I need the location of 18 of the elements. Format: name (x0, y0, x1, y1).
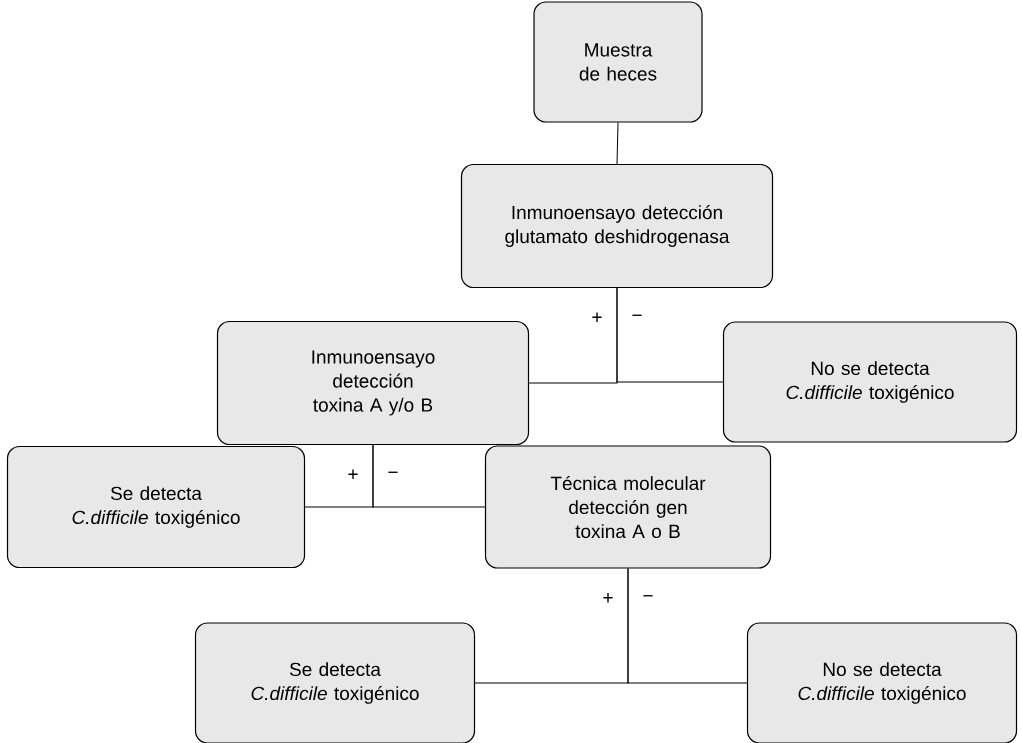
process-box: No se detecta C.difficile toxigénico (722, 321, 1018, 443)
edge-label: + (592, 312, 602, 322)
connector-line (616, 287, 724, 383)
connector-line (372, 444, 486, 508)
edge-label: − (643, 595, 653, 597)
edge-label: − (632, 314, 642, 316)
connector-line (627, 568, 748, 684)
process-box: Inmunoensayo detección toxina A y/o B (216, 320, 530, 446)
edge-label: + (603, 593, 613, 603)
process-box: Técnica molecular detección gen toxina A o B (484, 445, 772, 569)
process-box: Muestra de heces (533, 1, 703, 123)
process-box: No se detecta C.difficile toxigénico (746, 622, 1018, 743)
process-box: Se detecta C.difficile toxigénico (194, 622, 476, 743)
edge-label: + (348, 469, 358, 479)
process-box: Inmunoensayo detección glutamato deshidrogenasa (460, 163, 774, 289)
connector-line (616, 122, 619, 165)
edge-label: − (388, 471, 398, 473)
process-box: Se detecta C.difficile toxigénico (6, 445, 306, 569)
